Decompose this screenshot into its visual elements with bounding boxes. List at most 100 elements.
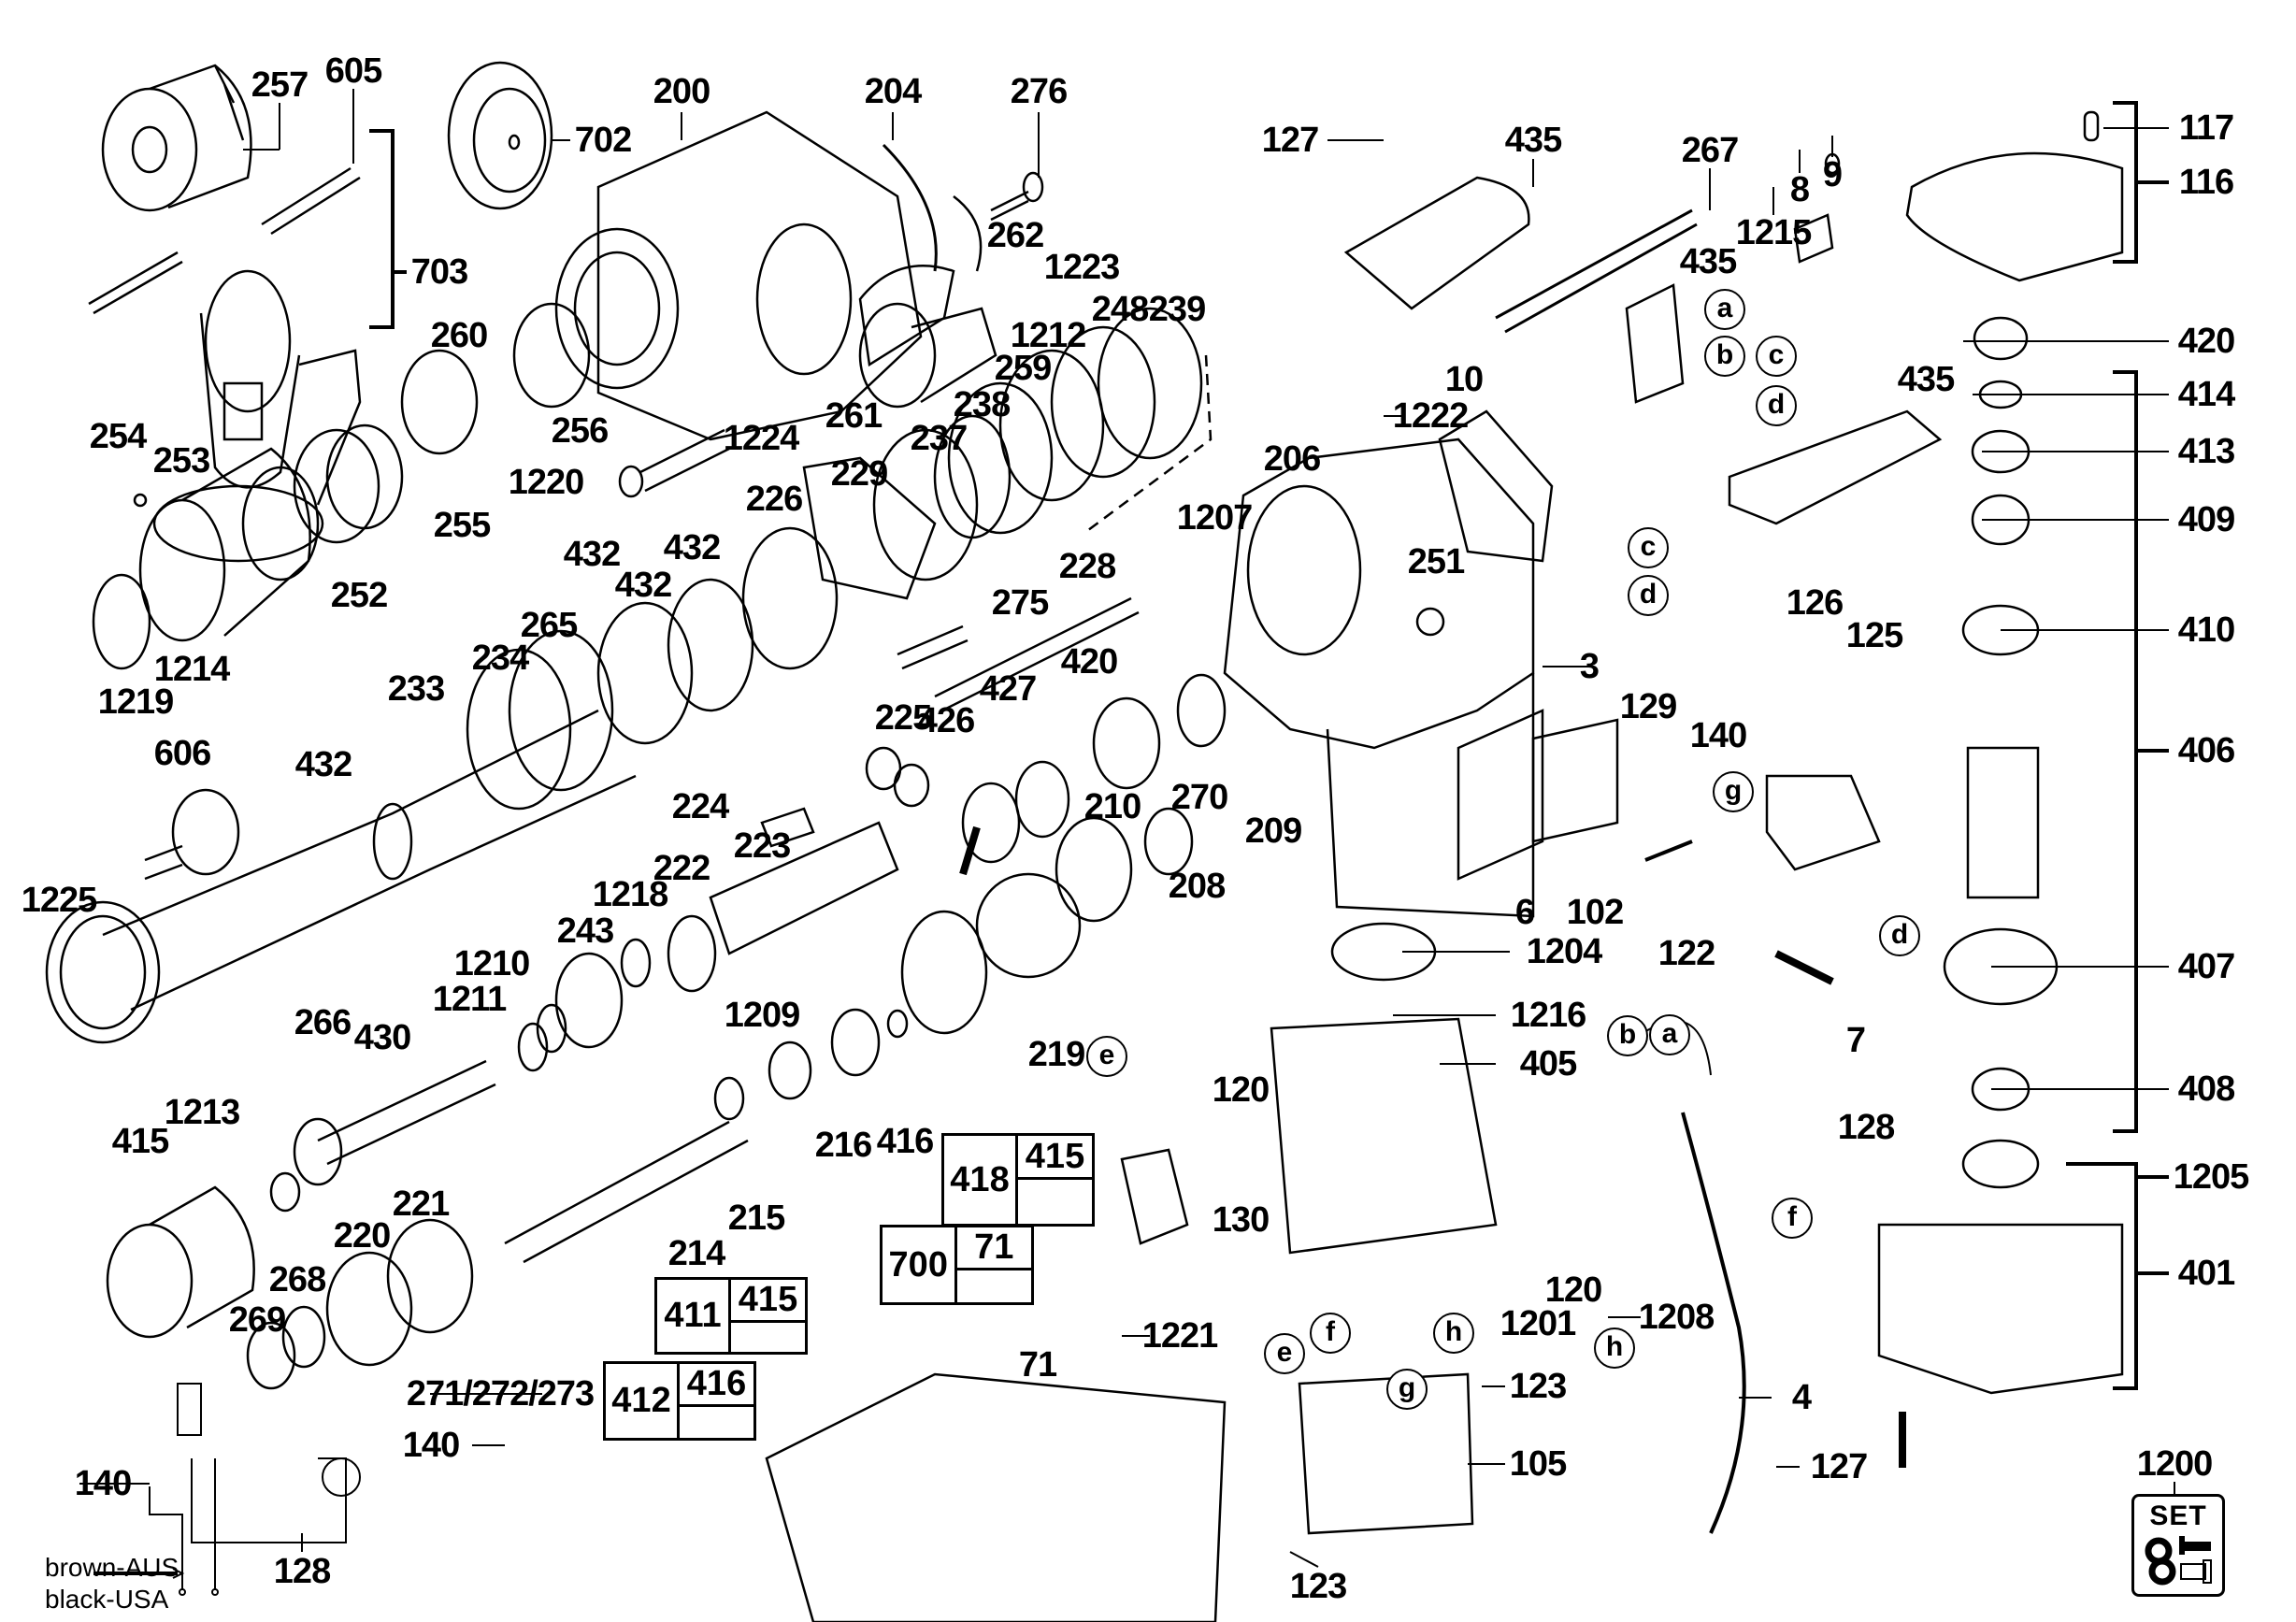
part-label: 1212 — [1010, 316, 1087, 355]
part-label: 401 — [2177, 1254, 2235, 1293]
part-label: 219 — [1027, 1035, 1085, 1074]
motor-cover-part-401 — [1877, 1223, 2124, 1395]
ring-part-237 — [872, 428, 979, 581]
kit-box-sub: 416 — [680, 1364, 753, 1407]
part-label: 605 — [324, 51, 382, 91]
shaft-part-430 — [317, 1059, 496, 1166]
field-coil-part-105 — [1298, 1372, 1474, 1535]
set-badge: SET — [2131, 1494, 2225, 1597]
wire-connector-marker: f — [1772, 1198, 1813, 1239]
pin-part-7 — [1774, 950, 1834, 985]
part-label: 222 — [653, 849, 710, 888]
part-label: 702 — [574, 121, 632, 160]
snap-ring-part-1219 — [92, 573, 151, 670]
o-ring-part-427 — [1014, 760, 1070, 839]
segment-part-204 — [882, 143, 938, 272]
part-label: 1210 — [453, 944, 531, 983]
wiring-schematic — [93, 1383, 361, 1596]
wire-connector-marker: b — [1704, 336, 1745, 377]
part-label: 270 — [1170, 778, 1228, 817]
part-label: 140 — [1689, 716, 1747, 755]
part-label: 102 — [1566, 893, 1624, 932]
gasket-part-1207 — [1246, 484, 1362, 656]
part-label: 1204 — [1526, 932, 1603, 971]
part-label: 432 — [614, 566, 672, 605]
part-label: 265 — [520, 606, 578, 645]
part-label: 128 — [273, 1552, 331, 1591]
shaft-part-412 — [504, 1120, 749, 1264]
wire-connector-marker: g — [1386, 1369, 1428, 1410]
ring-part-1210 — [536, 1003, 567, 1054]
part-label: 216 — [814, 1126, 872, 1165]
ring-part-270 — [1176, 673, 1227, 748]
pin-part-224 — [760, 807, 815, 848]
part-label: 260 — [430, 316, 488, 355]
gear-housing-part-200 — [554, 110, 923, 441]
part-label: 253 — [152, 441, 210, 481]
part-label: 1224 — [723, 419, 800, 458]
ring-part-268 — [281, 1305, 326, 1369]
ring-part-1204 — [1330, 922, 1437, 982]
gear-part-219 — [975, 872, 1082, 979]
wire-connector-marker: c — [1628, 527, 1669, 568]
part-label: 405 — [1519, 1044, 1577, 1084]
kit-box-sub: 415 — [1018, 1136, 1092, 1180]
part-label: 420 — [1060, 642, 1118, 682]
wiring-note-line: black-USA — [45, 1584, 169, 1614]
part-label: 408 — [2177, 1069, 2235, 1109]
carry-case-part-700 — [765, 1372, 1227, 1622]
part-label: 122 — [1657, 934, 1715, 973]
fan-baffle-part-410 — [1961, 604, 2040, 656]
sleeve-part-415 — [106, 1223, 194, 1339]
fan-part-407 — [1943, 927, 2059, 1006]
gear-ring-part-432 — [596, 601, 694, 745]
kit-box-main: 411 — [657, 1280, 731, 1352]
bearing-part-414 — [1978, 380, 2023, 409]
gear-part-220 — [325, 1251, 413, 1367]
clutch-part-216 — [830, 1008, 881, 1077]
part-label: 410 — [2177, 610, 2235, 650]
wire-connector-marker: h — [1433, 1313, 1474, 1354]
part-label: 1211 — [432, 980, 507, 1019]
kit-box-411: 411 415 — [654, 1277, 808, 1355]
part-label: 226 — [745, 480, 803, 519]
wire-connector-marker: c — [1756, 336, 1797, 377]
part-label: 228 — [1058, 547, 1116, 586]
gear-part-221 — [386, 1218, 474, 1334]
washer-part-214 — [713, 1076, 745, 1121]
sleeve-part-253 — [241, 466, 320, 581]
snap-ring-part-256 — [512, 302, 591, 409]
brush-holder-plate — [1765, 774, 1881, 871]
switch-knob-part-261 — [858, 302, 937, 409]
wire-connector-marker: a — [1649, 1014, 1690, 1055]
part-label: 220 — [333, 1216, 391, 1256]
kit-box-418: 418 415 — [941, 1133, 1095, 1227]
wire-connector-marker: d — [1879, 915, 1920, 956]
cap-part-702 — [447, 61, 553, 210]
part-label: 1209 — [724, 996, 801, 1035]
plate-part-102 — [1531, 718, 1619, 843]
part-label: 1222 — [1392, 396, 1470, 436]
part-label: 210 — [1083, 787, 1141, 826]
part-label: 1200 — [2136, 1444, 2214, 1484]
part-label: 7 — [1845, 1021, 1866, 1060]
part-label: 268 — [268, 1260, 326, 1299]
part-label: 413 — [2177, 432, 2235, 471]
kit-box-main: 412 — [606, 1364, 680, 1438]
part-label: 271/272/273 — [406, 1374, 595, 1414]
part-label: 248 — [1091, 290, 1149, 329]
part-label: 1219 — [97, 682, 175, 722]
part-label: 243 — [556, 911, 614, 951]
seal-part-413 — [1971, 429, 2031, 474]
part-label: 427 — [979, 669, 1037, 709]
part-10 — [1438, 409, 1554, 563]
part-label: 223 — [733, 826, 791, 866]
kit-box-sub: 71 — [956, 1227, 1031, 1270]
part-label: 129 — [1619, 687, 1677, 726]
part-label: 215 — [727, 1199, 785, 1238]
part-label: 214 — [667, 1234, 725, 1273]
part-label: 200 — [653, 72, 710, 111]
ring-part-259 — [947, 381, 1054, 535]
part-label: 1207 — [1176, 498, 1254, 538]
spring-part-255 — [293, 428, 380, 544]
